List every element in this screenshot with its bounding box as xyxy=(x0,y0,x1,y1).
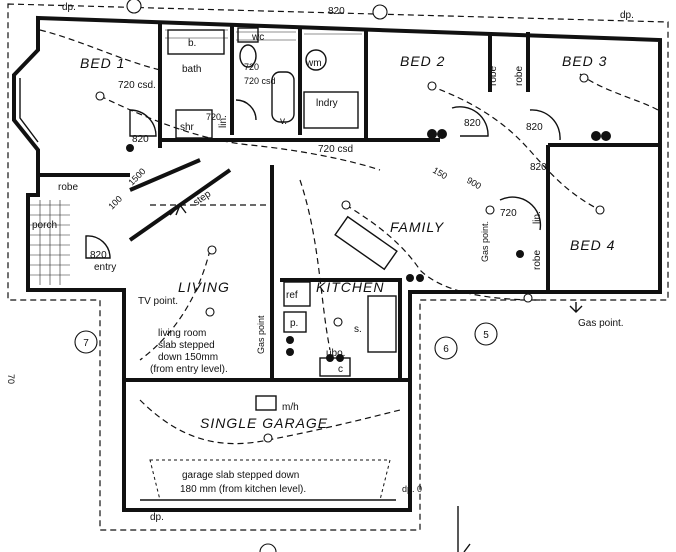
room-lndry: lndry xyxy=(316,98,338,109)
dim-family-900: 900 xyxy=(465,175,483,191)
room-lin-bath: lin. xyxy=(218,115,229,128)
dim-dp-top-right: dp. xyxy=(620,10,634,21)
room-family: FAMILY xyxy=(390,219,445,235)
fixture-v: v. xyxy=(280,116,287,127)
room-bed3: BED 3 xyxy=(562,53,607,69)
wc-cistern xyxy=(237,27,259,43)
boundary-marker-6: 6 xyxy=(434,336,458,360)
fixture-b: b. xyxy=(188,38,196,49)
note-gas-point-family: Gas point. xyxy=(480,221,490,262)
room-garage: SINGLE GARAGE xyxy=(200,415,328,431)
fixture-c: c xyxy=(338,364,343,375)
dim-hall-720csd: 720 csd xyxy=(318,144,353,155)
note-living-slab-1: living room xyxy=(158,328,206,339)
marker-5-label: 5 xyxy=(483,330,489,341)
fixture-ubo: ubo. xyxy=(326,348,345,359)
room-robe-bed1: robe xyxy=(58,182,78,193)
fixture-mh: m/h xyxy=(282,402,299,413)
dim-bed1-720csd: 720 csd. xyxy=(118,80,156,91)
note-tv-point: TV point. xyxy=(138,296,178,307)
dim-bed1-820: 820 xyxy=(132,134,149,145)
dim-dp-top-left: dp. xyxy=(62,2,76,13)
room-bed1: BED 1 xyxy=(80,55,125,71)
island-bench xyxy=(334,215,398,271)
dim-bed4-820: 820 xyxy=(530,162,547,173)
room-wc: wc xyxy=(251,32,264,43)
power-points xyxy=(126,129,611,362)
room-wm: wm xyxy=(305,58,322,69)
note-gas-point-living: Gas point xyxy=(256,315,266,354)
dim-family-150: 150 xyxy=(431,165,449,181)
note-garage-slab-1: garage slab stepped down xyxy=(182,470,299,481)
outer-wall xyxy=(12,15,662,512)
wiring xyxy=(39,29,659,445)
dim-bed2-820: 820 xyxy=(464,118,481,129)
fixture-ref: ref xyxy=(286,290,298,301)
oven xyxy=(319,357,351,377)
room-robe-bed4: robe xyxy=(532,250,543,270)
note-gas-point-outside: Gas point. xyxy=(578,318,624,329)
room-porch: porch xyxy=(32,220,57,231)
manhole xyxy=(255,395,277,411)
dim-entry-100: 100 xyxy=(106,194,124,212)
pantry xyxy=(283,311,307,333)
washing-machine xyxy=(305,49,327,71)
note-garage-slab-2: 180 mm (from kitchen level). xyxy=(180,484,306,495)
boundary-marker-top xyxy=(126,0,142,14)
note-living-slab-3: down 150mm xyxy=(158,352,218,363)
room-entry: entry xyxy=(94,262,116,273)
note-living-slab-2: slab stepped xyxy=(158,340,215,351)
fridge-space xyxy=(283,281,311,307)
bay-window xyxy=(19,78,39,143)
dim-bed4-720: 720 xyxy=(500,208,517,219)
boundary-marker-top-right xyxy=(372,4,388,20)
boundary-marker-7: 7 xyxy=(74,330,98,354)
vanity xyxy=(271,71,295,123)
room-robe-bed2: robe xyxy=(488,66,499,86)
room-shr: shr xyxy=(180,122,195,133)
boundary-marker-5: 5 xyxy=(474,322,498,346)
gas-arrow xyxy=(569,302,583,313)
dim-bath-720: 720 xyxy=(244,62,259,72)
light-points xyxy=(95,73,605,443)
bathtub xyxy=(167,29,225,55)
bed2-bed3-wall xyxy=(488,32,530,92)
wc-bowl xyxy=(239,44,257,68)
dim-dp-right: dp. 0 xyxy=(402,484,422,494)
sink-bench xyxy=(367,295,397,353)
note-living-slab-4: (from entry level). xyxy=(150,364,228,375)
boundary-marker-bottom xyxy=(259,543,277,552)
room-lin-bed4: lin. xyxy=(532,211,543,224)
room-robe-bed3: robe xyxy=(514,66,525,86)
marker-6-label: 6 xyxy=(443,344,449,355)
dim-shr-720: 720 xyxy=(206,112,221,122)
fixture-s: s. xyxy=(354,324,362,335)
room-bath: bath xyxy=(182,64,201,75)
laundry-tub xyxy=(303,91,359,129)
dim-entry-820: 820 xyxy=(90,250,107,261)
north-arrow xyxy=(457,506,471,552)
marker-7-label: 7 xyxy=(83,338,89,349)
shower xyxy=(175,109,213,139)
door-swings xyxy=(85,99,561,259)
dim-bed3-820: 820 xyxy=(526,122,543,133)
room-bed4: BED 4 xyxy=(570,237,615,253)
dim-side-70: 70 xyxy=(6,374,16,384)
room-living: LIVING xyxy=(178,279,230,295)
dim-dp-bottom: dp. xyxy=(150,512,164,523)
room-bed2: BED 2 xyxy=(400,53,445,69)
dim-bath-720csd: 720 csd xyxy=(244,76,276,86)
property-boundary xyxy=(7,3,669,531)
fixture-p: p. xyxy=(290,318,298,329)
step-arrow xyxy=(169,203,187,216)
room-kitchen: KITCHEN xyxy=(316,279,384,295)
dim-top-820: 820 xyxy=(328,6,345,17)
